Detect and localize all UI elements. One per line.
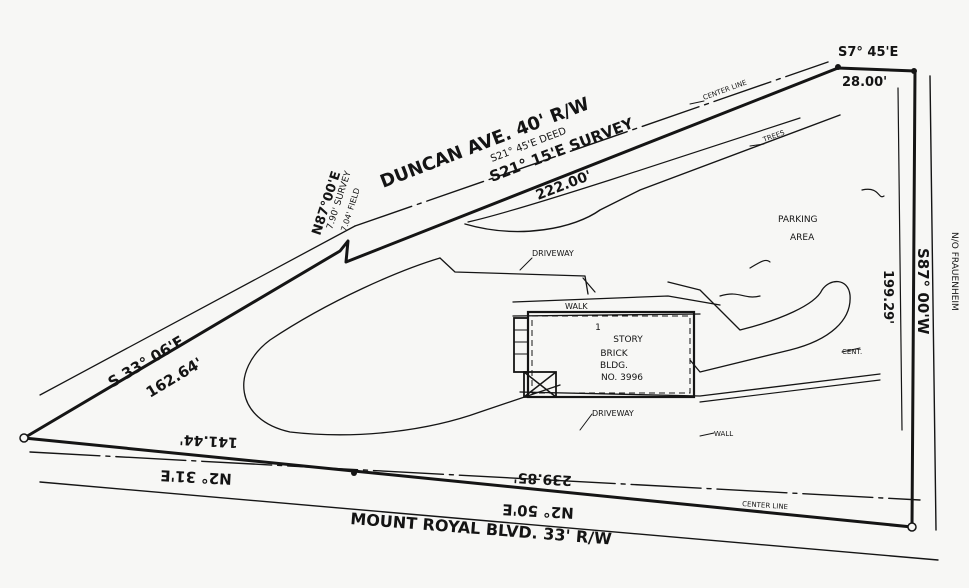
building-label-line-2: STORY: [613, 335, 643, 345]
east-bearing: S87° 00'W: [914, 248, 932, 335]
building-label-line-5: NO. 3996: [601, 373, 643, 383]
east-length: 199.29': [880, 270, 895, 324]
parking-squiggles: [719, 188, 885, 298]
wall-line: [699, 379, 881, 403]
boundary-corner-southeast: [907, 522, 917, 532]
boundary-angle-point: [351, 470, 357, 476]
trees-edge: [464, 114, 841, 233]
site-features: [243, 114, 885, 436]
parking-label: PARKING: [778, 215, 818, 225]
northeast-bearing: S7° 45'E: [838, 45, 898, 60]
driveway-top-label: DRIVEWAY: [532, 249, 574, 258]
east-street-label: N/O FRAUENHEIM: [949, 232, 959, 311]
east-street-line: [929, 75, 937, 531]
south-upper-length: 141.44': [179, 431, 238, 450]
building-label-line-1: 1: [595, 323, 601, 333]
trees-label: TREES: [761, 129, 786, 145]
south-total-length: 239.85': [513, 469, 572, 488]
northeast-length: 28.00': [842, 75, 887, 90]
driveway-step-hatch: [582, 277, 596, 293]
boundary-corner-northeast: [911, 68, 917, 74]
driveway-north-edge: [439, 257, 589, 295]
building-hatch-border: [531, 315, 691, 394]
boundary-corner-west: [19, 433, 29, 443]
center-line-bottom-label: CENTER LINE: [742, 500, 788, 511]
trees-inner-line: [467, 117, 801, 223]
south-lower-bearing: N2° 50'E: [502, 500, 574, 522]
walk-label: WALK: [565, 302, 588, 311]
street-lines: [29, 61, 939, 561]
duncan-west-edge: [39, 225, 356, 396]
boundary-corner-north: [835, 64, 841, 70]
mount-royal-far-edge: [39, 481, 939, 561]
mount-royal-center-line: [29, 451, 921, 501]
wall-label: WALL: [714, 430, 733, 438]
duncan-length: 222.00': [534, 168, 594, 204]
boundary-line: [22, 66, 917, 529]
garage-box: [523, 371, 557, 398]
garage-cross-2: [523, 371, 557, 398]
center-label: CENT.: [842, 348, 862, 356]
parking-loop: [667, 280, 851, 373]
porch-strip: [513, 317, 529, 373]
lawn-loop-outline: [243, 257, 561, 436]
leader-lines: [519, 100, 861, 437]
south-upper-bearing: N2° 31'E: [160, 466, 232, 488]
area-label: AREA: [790, 233, 815, 243]
duncan-center-line: [354, 61, 829, 227]
building-label-line-4: BLDG.: [600, 361, 628, 371]
property-boundary: [19, 64, 917, 532]
labels: DUNCAN AVE. 40' R/W S21° 45'E DEED S21° …: [105, 45, 959, 549]
building-label-line-3: BRICK: [600, 349, 628, 359]
building: 1 STORY BRICK BLDG. NO. 3996: [513, 310, 696, 399]
east-inner-line: [897, 87, 903, 431]
driveway-bottom-label: DRIVEWAY: [592, 409, 634, 418]
